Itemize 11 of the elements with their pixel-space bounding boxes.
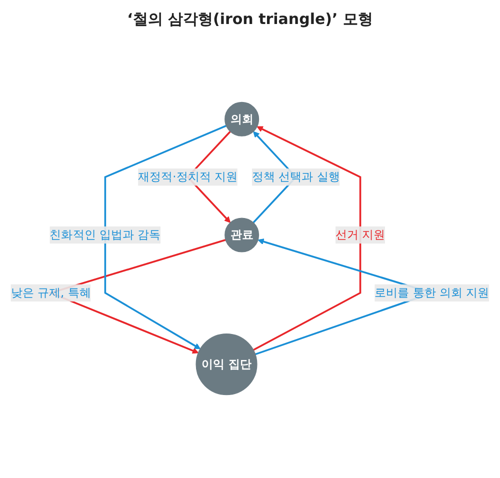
- edge-label: 로비를 통한 의회 지원: [374, 285, 490, 299]
- edge-label: 낮은 규제, 특혜: [10, 285, 91, 299]
- arrow: [104, 124, 227, 349]
- node-circle: 의회: [224, 101, 260, 136]
- node-circle: 관료: [224, 217, 260, 252]
- edge-label: 재정적·정치적 지원: [138, 169, 238, 184]
- edge-label: 친화적인 입법과 감독: [50, 227, 161, 241]
- node-circle: 이익 집단: [196, 333, 258, 395]
- diagram-title: ‘철의 삼각형(iron triangle)’ 모형: [126, 10, 374, 29]
- edge-label: 정책 선택과 실행: [252, 169, 340, 184]
- edge-label: 선거 지원: [335, 227, 386, 241]
